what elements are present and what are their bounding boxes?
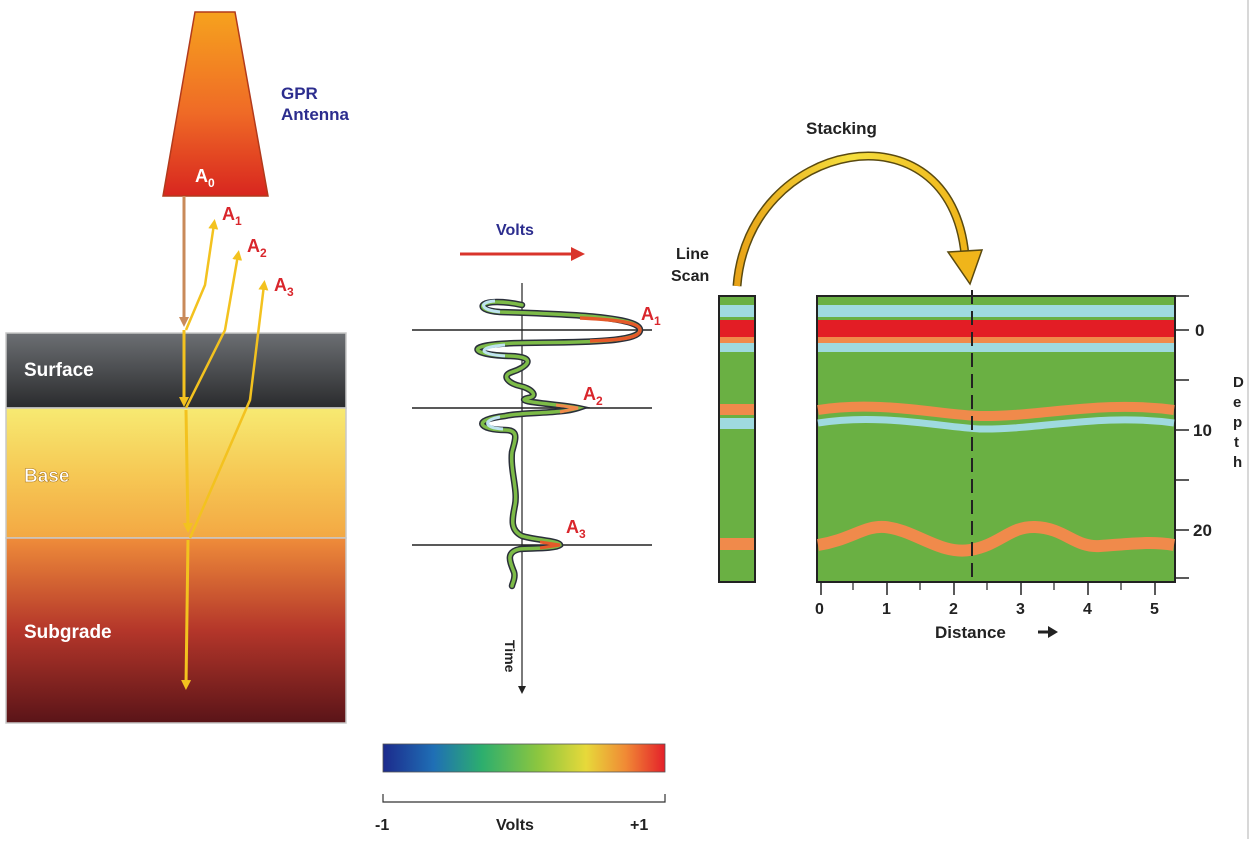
volts-axis-label: Volts xyxy=(496,222,534,239)
distance-axis-label: Distance xyxy=(935,623,1006,642)
antenna-label-line1: GPR xyxy=(281,84,318,103)
waveform-peak-label-3: A3 xyxy=(566,517,586,541)
line-scan-column xyxy=(718,295,756,583)
waveform-trough-1-highlight xyxy=(482,299,501,314)
waveform-peak-2-highlight xyxy=(555,403,579,414)
bscan-panel xyxy=(816,290,1176,583)
bscan-reflector-3 xyxy=(816,520,1175,557)
bscan-reflector-2b xyxy=(817,415,1175,433)
depth-axis xyxy=(1175,295,1189,579)
waveform-trough-3-highlight xyxy=(486,415,504,431)
time-axis-label: Time xyxy=(502,640,518,673)
colorbar-max-label: +1 xyxy=(630,817,648,834)
depth-letter-2: e xyxy=(1233,394,1241,411)
waveform-peak-label-1: A1 xyxy=(641,304,661,328)
subgrade-layer xyxy=(5,537,347,724)
surface-layer xyxy=(5,332,347,409)
waveform-peak-1-highlight xyxy=(579,316,642,343)
distance-axis xyxy=(820,582,1156,595)
reflection-label-1: A1 xyxy=(222,204,242,228)
depth-letter-1: D xyxy=(1233,374,1244,391)
distance-tick-2: 2 xyxy=(949,601,958,618)
distance-tick-0: 0 xyxy=(815,601,824,618)
colorbar xyxy=(382,743,666,773)
distance-tick-4: 4 xyxy=(1083,601,1092,618)
surface-label: Surface xyxy=(24,360,94,381)
bscan-reflector-2 xyxy=(817,401,1175,422)
distance-tick-5: 5 xyxy=(1150,601,1159,618)
reflection-label-3: A3 xyxy=(274,275,294,299)
depth-tick-10: 10 xyxy=(1193,421,1212,440)
reflection-label-2: A2 xyxy=(247,236,267,260)
waveform-peak-label-2: A2 xyxy=(583,384,603,408)
stacking-arrowhead xyxy=(946,249,984,286)
colorbar-min-label: -1 xyxy=(375,817,389,834)
antenna-amplitude-label: A0 xyxy=(195,166,215,190)
line-scan-label-line2: Scan xyxy=(671,268,709,285)
waveform-peak-3-highlight xyxy=(539,540,561,550)
stacking-arrow-fill xyxy=(734,153,968,287)
colorbar-bracket xyxy=(382,794,666,803)
depth-letter-4: t xyxy=(1234,434,1239,451)
transmitted-ray-3 xyxy=(181,539,192,690)
subgrade-label: Subgrade xyxy=(24,622,112,643)
depth-tick-0: 0 xyxy=(1195,321,1204,340)
distance-tick-1: 1 xyxy=(882,601,891,618)
depth-letter-3: p xyxy=(1233,414,1242,431)
base-layer xyxy=(5,407,347,539)
colorbar-label: Volts xyxy=(496,817,534,834)
depth-tick-20: 20 xyxy=(1193,521,1212,540)
antenna-shape xyxy=(162,11,269,197)
line-scan-label-line1: Line xyxy=(676,246,709,263)
depth-letter-5: h xyxy=(1233,454,1242,471)
reflected-ray-2 xyxy=(184,250,243,409)
antenna-label-line2: Antenna xyxy=(281,105,350,124)
reflected-ray-1 xyxy=(184,219,219,331)
waveform-trough-2-highlight xyxy=(482,343,506,358)
base-label: Base xyxy=(24,466,69,487)
stacking-label: Stacking xyxy=(806,119,877,138)
transmitted-ray-2 xyxy=(182,409,193,533)
distance-tick-3: 3 xyxy=(1016,601,1025,618)
distance-arrow-icon xyxy=(1038,626,1058,638)
reflected-ray-3 xyxy=(188,280,269,539)
page-edge-divider xyxy=(1247,0,1249,839)
